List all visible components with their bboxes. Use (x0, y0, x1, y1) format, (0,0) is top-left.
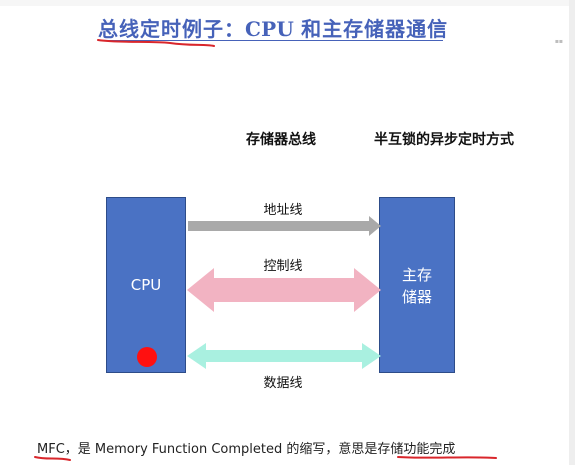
mfc-footnote: MFC，是 Memory Function Completed 的缩写，意思是存… (37, 442, 456, 457)
cpu-block: CPU (106, 197, 186, 373)
cpu-label: CPU (130, 276, 162, 294)
title-suffix: 和主存储器通信 (301, 17, 449, 41)
data-bus-arrow (187, 343, 381, 369)
mfc-handwritten-underline (34, 456, 71, 461)
control-bus-arrow (187, 268, 381, 312)
title-handwritten-underline (97, 39, 215, 47)
slide-title: 总线定时例子：CPU 和主存储器通信 (98, 13, 448, 42)
data-bus-label: 数据线 (263, 376, 303, 391)
mfc-signal-dot (137, 347, 157, 367)
title-prefix: 总线定时例子： (98, 17, 245, 41)
address-bus-label: 地址线 (263, 203, 303, 218)
title-underline (98, 40, 443, 41)
completion-handwritten-underline (397, 456, 497, 459)
title-cpu: CPU (245, 17, 294, 41)
timing-mode-heading: 半互锁的异步定时方式 (374, 132, 514, 148)
memory-label-line1: 主存 (401, 266, 432, 284)
memory-bus-heading: 存储器总线 (246, 132, 316, 148)
top-strip (0, 0, 575, 6)
slide-corner-mark: ▪▪ (554, 38, 563, 45)
main-memory-block: 主存 储器 (379, 197, 455, 373)
slide-edge (569, 0, 575, 465)
address-bus-arrow (188, 216, 381, 236)
memory-label-line2: 储器 (401, 288, 432, 306)
control-bus-label: 控制线 (263, 259, 303, 274)
